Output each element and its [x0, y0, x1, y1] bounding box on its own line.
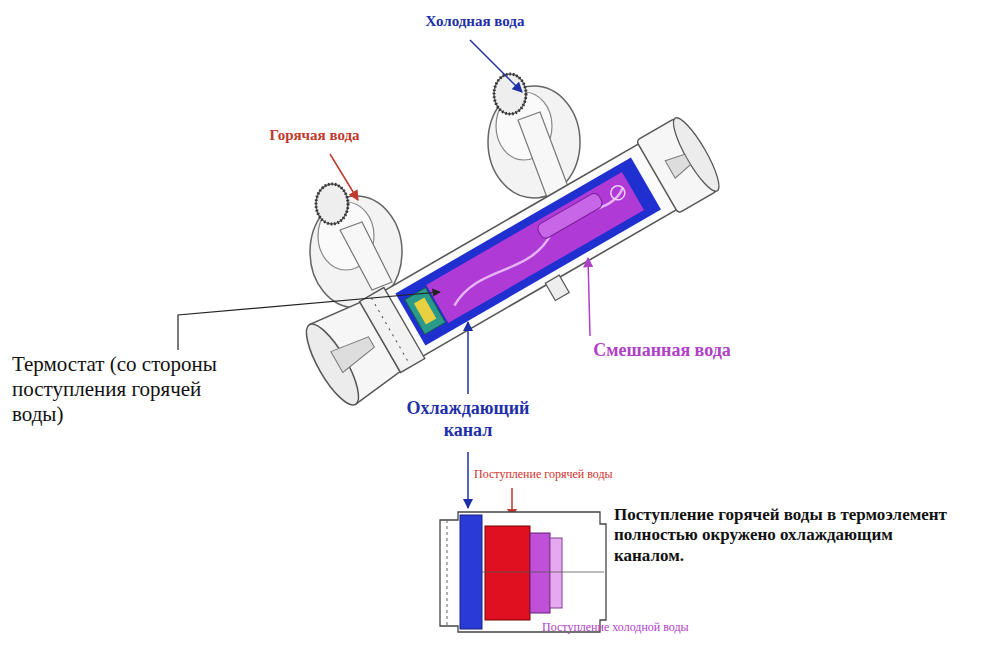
leader-line	[588, 258, 590, 336]
mixed-water-chamber	[426, 172, 644, 323]
section-cold-inlet	[550, 538, 562, 608]
valve-seat	[608, 183, 627, 202]
cooling-channel	[395, 158, 661, 346]
part-label: Термостат (со стороны поступления горяче…	[12, 352, 250, 428]
part-label: Смешанная вода	[562, 340, 762, 362]
section-outline	[440, 512, 606, 632]
flow-label: Поступление горячей воды	[474, 467, 704, 481]
leader-line	[330, 154, 358, 200]
outlet-stub	[545, 275, 569, 300]
leader-line	[470, 40, 522, 92]
hot-nut	[316, 184, 348, 224]
section-mixing	[530, 533, 550, 613]
spring	[445, 187, 632, 306]
cross-section	[440, 512, 606, 632]
section-thread	[447, 520, 448, 626]
handle-grip	[665, 151, 692, 178]
cold-pipe	[518, 112, 570, 200]
note-text: Поступление горячей воды в термоэлемент …	[614, 505, 966, 566]
hot-thread	[316, 184, 348, 224]
thermostat-core	[414, 298, 436, 325]
handle-grip	[331, 332, 378, 373]
inlet-label: Холодная вода	[385, 12, 565, 30]
section-cooling-channel	[460, 515, 482, 629]
thermo-cartridge	[536, 191, 605, 240]
inlet-label: Горячая вода	[232, 126, 397, 144]
section-hot-inlet	[485, 526, 530, 620]
part-label: Охлаждающий канал	[388, 398, 548, 441]
right-handle-end	[667, 113, 726, 196]
section-axis	[482, 572, 604, 573]
mixer-body	[297, 110, 733, 420]
leader-line	[178, 292, 440, 350]
leader-line	[467, 452, 469, 508]
left-handle-end	[297, 318, 367, 412]
leader-line	[467, 322, 469, 394]
hot-pipe	[340, 222, 392, 290]
flow-label: Поступление холодной воды	[542, 620, 782, 634]
